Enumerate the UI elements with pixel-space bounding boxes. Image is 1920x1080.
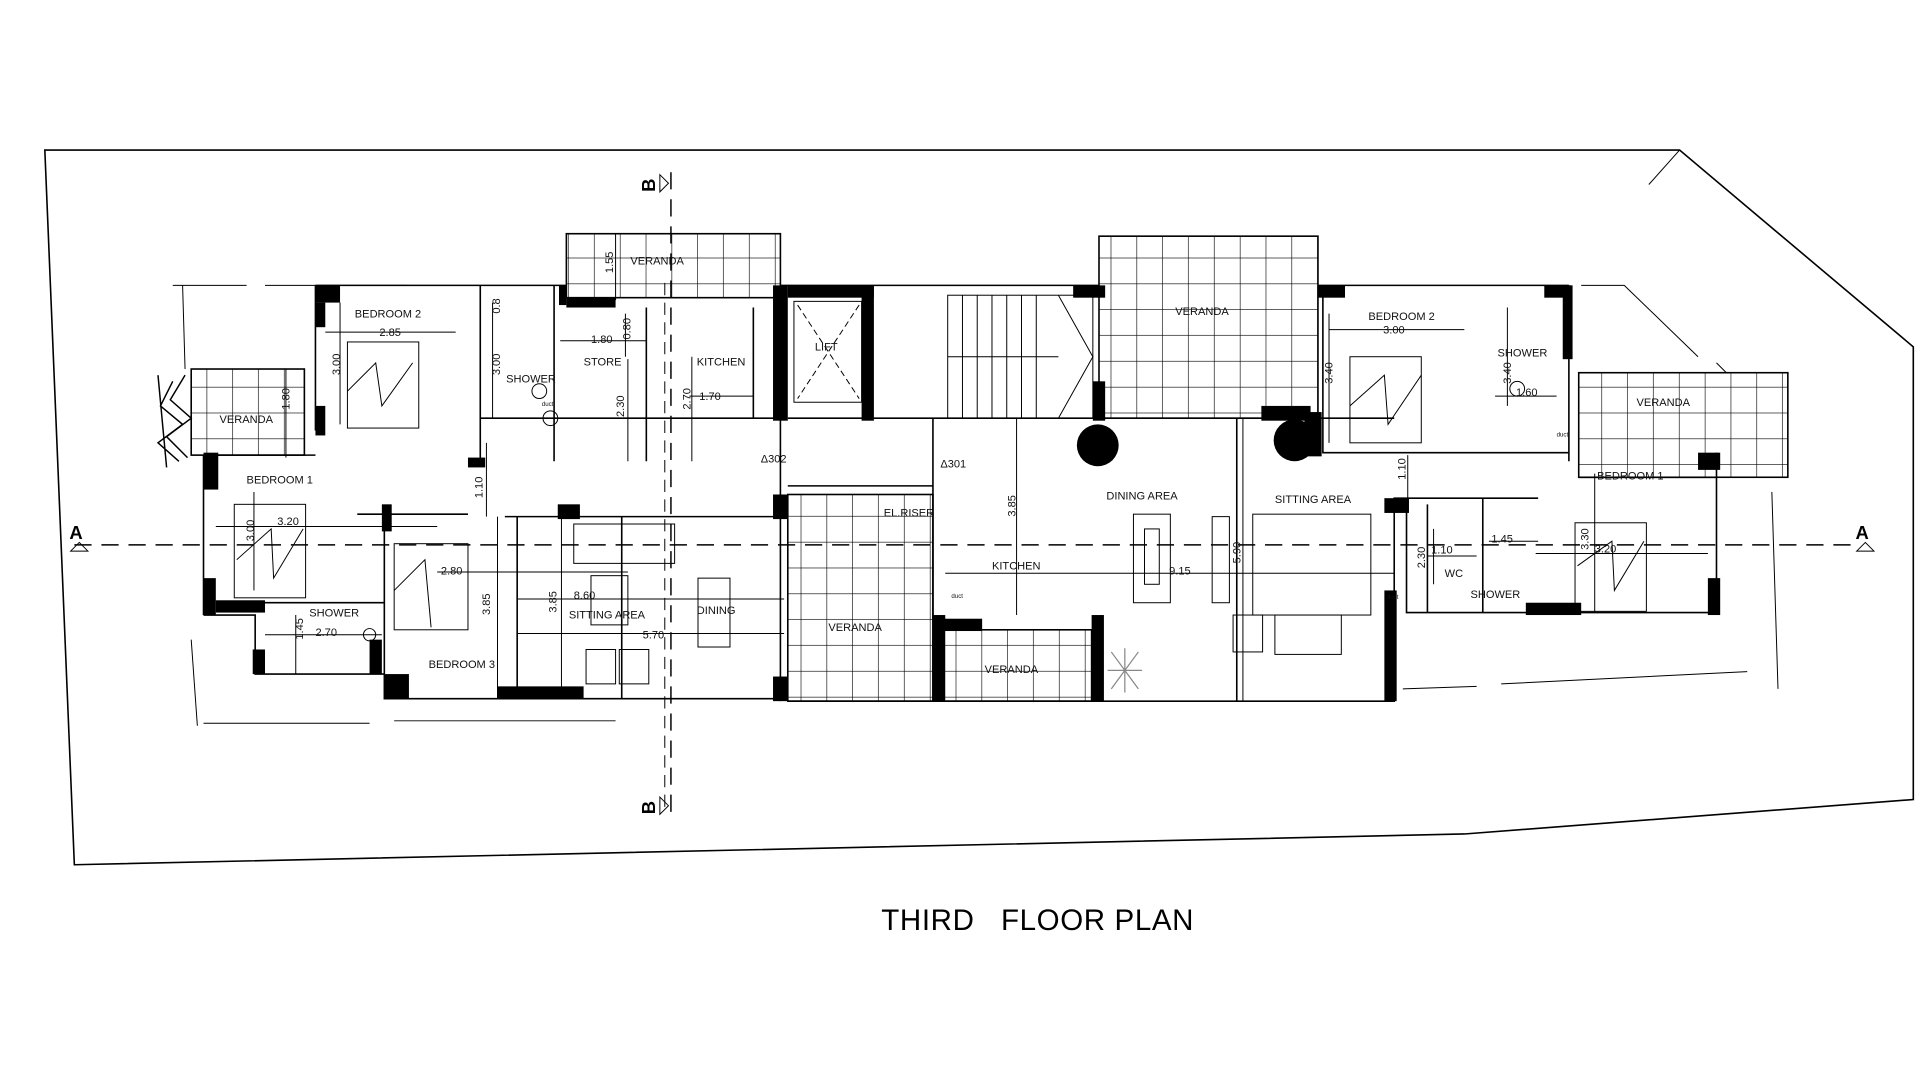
dimension-label: 2.70 [315,627,337,639]
section-label: B [638,801,659,814]
dimension-label: 3.40 [1324,362,1336,384]
dimension-label: 1.60 [1516,387,1538,399]
room-label: VERANDA [219,414,273,426]
dimension-label: 3.85 [481,594,493,616]
room-label: DINING AREA [1106,490,1178,502]
dimension-label: 3.00 [245,520,257,542]
section-marker-b-bottom: B [638,795,670,816]
dimension-label: 1.70 [699,391,721,403]
dimension-label: 3.00 [331,354,343,376]
dimension-label: 0.8 [491,298,503,313]
duct-label: duct [1387,594,1399,601]
dimension-label: 2.80 [441,565,463,577]
site-boundary [43,149,1915,866]
room-label: SHOWER [1498,348,1548,360]
room-label: LIFT [815,342,838,354]
dimension-label: 1.45 [294,618,306,640]
drawing-title: THIRD FLOOR PLAN [881,904,1194,937]
dimension-label: 2.70 [682,388,694,410]
section-label: B [638,179,659,192]
room-label: KITCHEN [992,561,1041,573]
room-label: WC [1445,568,1463,580]
lift-shaft [793,300,863,403]
level-tag: Δ302 [761,454,787,466]
room-label: BEDROOM 2 [1368,311,1434,323]
setback-outline [172,149,1779,726]
dimension-label: 3.40 [1502,362,1514,384]
dimension-label: 0.80 [621,318,633,340]
dimension-label: 3.20 [1595,543,1617,555]
veranda-bottom-center [940,628,1093,702]
dimension-label: 2.85 [379,327,401,339]
room-labels: VERANDA BEDROOM 2 SHOWER STORE KITCHEN LIFT VE… [219,255,1690,675]
dimension-label: 1.55 [604,252,616,274]
plant-icon [1076,424,1119,467]
dimension-lines [215,233,1708,812]
duct-label: duct [951,593,963,600]
room-label: VERANDA [985,664,1039,676]
section-marker-a-right: A [1855,522,1876,552]
dimension-label: 3.00 [1383,324,1405,336]
duct-label: duct [1557,432,1569,439]
dimension-label: 3.30 [1580,528,1592,550]
dimension-label: 1.80 [591,334,613,346]
room-label: SITTING AREA [569,610,646,622]
room-label: SHOWER [506,374,556,386]
section-label: A [69,522,82,543]
veranda-top-left [565,232,782,299]
room-label: BEDROOM 1 [1597,471,1663,483]
hedge-icon [156,374,193,468]
dimension-label: 3.20 [277,516,299,528]
section-marker-a-left: A [69,522,90,552]
dimension-label: 8.60 [574,590,596,602]
plant-icon [1107,648,1143,693]
level-tag: Δ301 [940,458,966,470]
veranda-right [1577,371,1789,479]
dimension-label: 3.85 [548,591,560,613]
duct-label: duct [542,401,554,408]
room-label: EL.RISER [884,508,934,520]
veranda-top-center [1098,235,1319,420]
room-label: BEDROOM 3 [429,659,495,671]
dimension-label: 1.10 [1431,545,1453,557]
dimension-labels: 1.55 2.85 3.00 3.00 0.8 1.80 0.80 2.30 2.70 1.70 1… [245,252,1616,642]
room-label: SHOWER [309,607,359,619]
dimension-label: 3.00 [491,354,503,376]
plant-icon [1273,419,1316,462]
dimension-label: 1.10 [474,477,486,499]
dimension-label: 1.80 [281,388,293,410]
veranda-center [786,493,934,702]
room-label: VERANDA [828,622,882,634]
dimension-label: 9.15 [1169,565,1191,577]
dimension-label: 2.30 [615,395,627,417]
room-label: VERANDA [630,255,684,267]
staircase [947,294,1094,419]
room-label: DINING [697,605,736,617]
room-label: KITCHEN [697,356,746,368]
veranda-left [190,368,306,456]
room-label: SHOWER [1470,589,1520,601]
room-label: VERANDA [1175,306,1229,318]
section-label: A [1855,522,1868,543]
section-marker-b-top: B [638,173,670,194]
room-label: BEDROOM 1 [247,474,313,486]
furniture [233,341,1647,685]
room-label: VERANDA [1637,397,1691,409]
dimension-label: 3.85 [1006,495,1018,517]
dimension-label: 2.30 [1416,547,1428,569]
room-label: SITTING AREA [1275,494,1352,506]
dimension-label: 5.70 [643,629,665,641]
dimension-label: 1.45 [1491,533,1513,545]
dimension-label: 5.90 [1231,542,1243,564]
room-label: BEDROOM 2 [355,308,421,320]
dimension-label: 1.10 [1396,458,1408,480]
room-label: STORE [584,356,622,368]
